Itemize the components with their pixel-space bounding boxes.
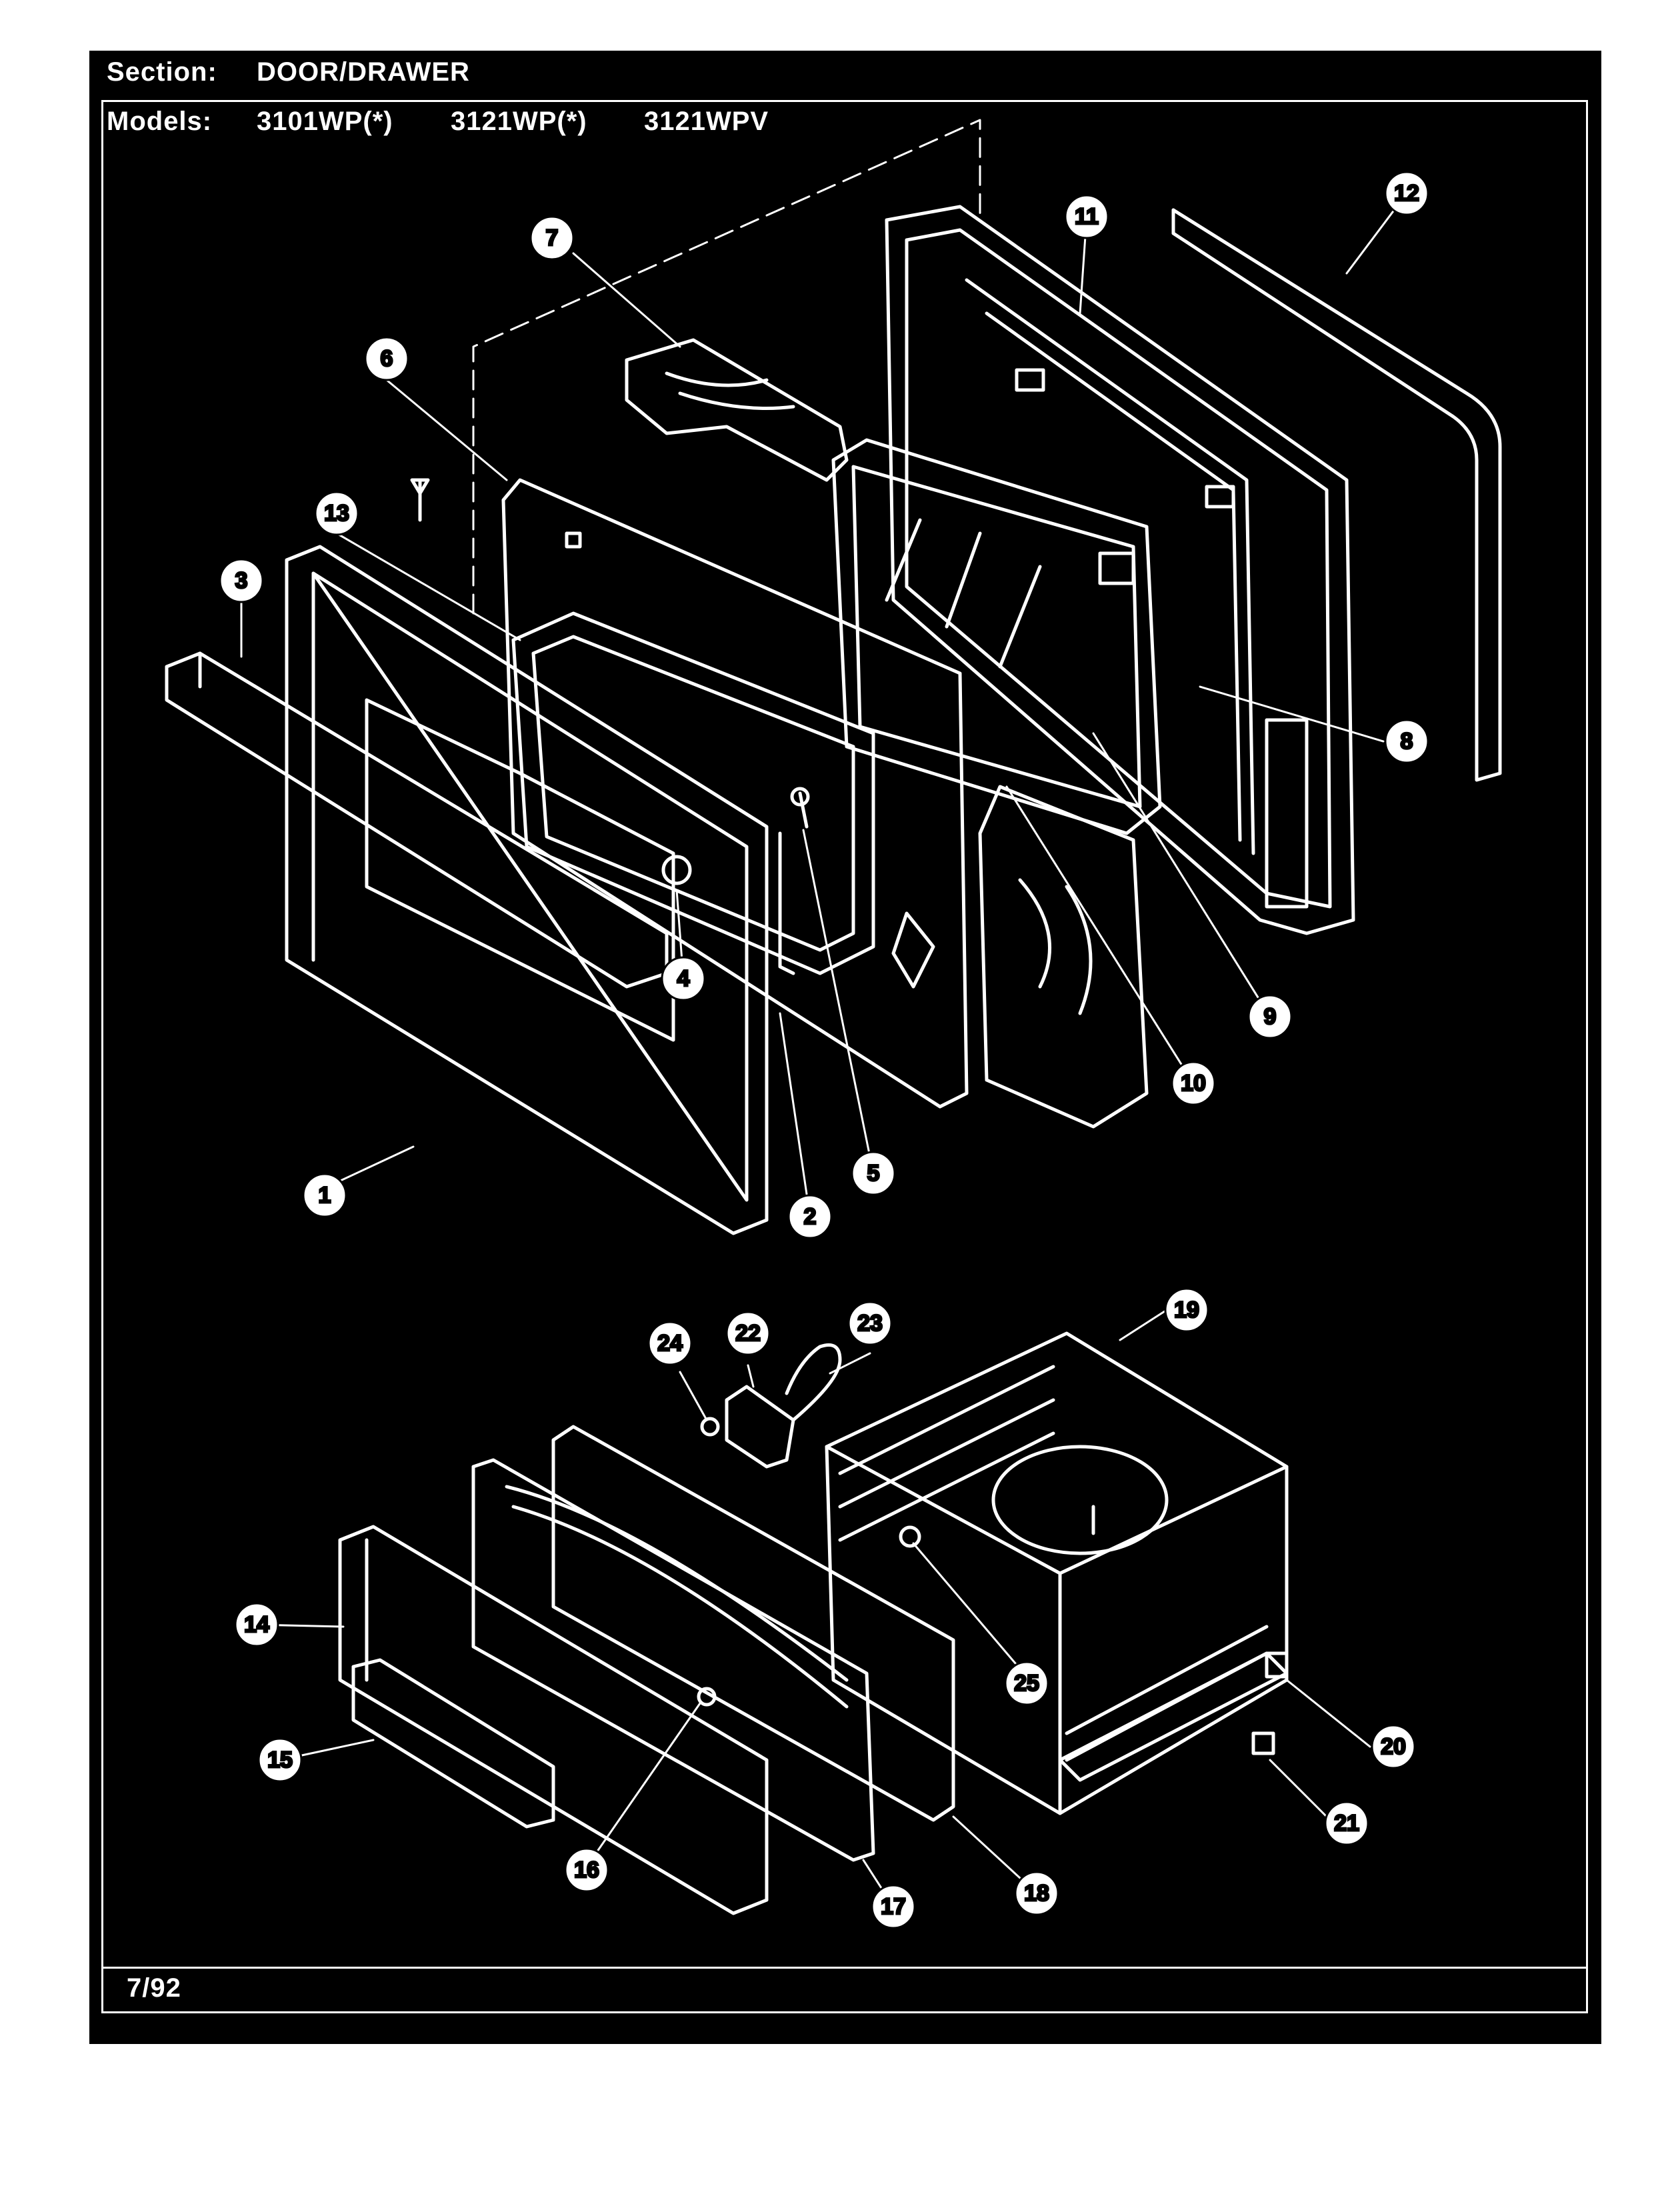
callout-9: 9 [1247,994,1293,1039]
door-gasket [1171,208,1502,782]
assembly-dash-line [472,119,981,615]
callout-21: 21 [1324,1801,1369,1846]
section-label: Section: [107,57,217,87]
callout-12: 12 [1384,171,1429,216]
door-window-frame [511,611,875,975]
callout-2: 2 [787,1194,833,1239]
svg-text:19: 19 [1174,1297,1199,1323]
door-button [661,855,692,885]
drawer-rail-clip [1251,1731,1275,1755]
callout-5: 5 [851,1151,896,1196]
svg-text:6: 6 [381,346,393,371]
callout-18: 18 [1014,1871,1059,1916]
svg-text:17: 17 [881,1894,906,1919]
callout-3: 3 [219,558,264,603]
svg-text:9: 9 [1264,1004,1277,1029]
inner-door-panel [501,478,969,1109]
drawer-front-frame [551,1425,955,1822]
model-2: 3121WP(*) [451,107,587,136]
callout-23: 23 [847,1301,893,1346]
model-1: 3101WP(*) [257,107,393,136]
svg-text:15: 15 [267,1747,293,1773]
svg-text:10: 10 [1181,1071,1206,1096]
drawer-bracket [700,1343,842,1469]
svg-text:24: 24 [657,1331,683,1356]
svg-text:14: 14 [244,1612,269,1637]
drawer-handle [351,1658,555,1829]
callout-16: 16 [564,1847,609,1893]
callout-19: 19 [1164,1287,1209,1333]
callout-6: 6 [364,336,409,381]
callout-22: 22 [725,1311,771,1356]
door-handle [165,651,669,989]
callout-11: 11 [1064,194,1109,239]
svg-text:20: 20 [1381,1734,1406,1759]
callout-17: 17 [871,1884,916,1929]
svg-text:7: 7 [546,225,559,251]
drawer-slide-rail [1058,1651,1289,1782]
callout-1: 1 [302,1173,347,1218]
leader-lines [240,192,1408,1908]
drawer-screw [697,1525,921,1707]
section-value: DOOR/DRAWER [257,57,470,87]
window-glass-assembly [831,438,1162,835]
svg-text:3: 3 [235,568,248,593]
callout-7: 7 [529,215,575,261]
svg-text:13: 13 [324,501,349,526]
callout-14: 14 [234,1602,279,1647]
inner-door-liner [885,205,1355,935]
svg-text:25: 25 [1014,1671,1039,1696]
svg-text:8: 8 [1401,729,1413,754]
diagram-frame [101,100,1588,2013]
svg-text:12: 12 [1394,181,1419,206]
model-3: 3121WPV [644,107,769,136]
svg-text:2: 2 [804,1204,817,1229]
svg-text:16: 16 [574,1857,599,1883]
door-insulation [625,338,1149,1129]
callout-24: 24 [647,1321,693,1366]
callout-10: 10 [1171,1061,1216,1106]
callout-25: 25 [1004,1661,1049,1706]
svg-text:5: 5 [867,1161,880,1186]
top-screw [410,478,430,522]
drawer-insulation [471,1458,875,1862]
svg-text:21: 21 [1334,1811,1359,1836]
footer-divider [101,1967,1588,1969]
callouts: 1 2 3 4 5 6 7 8 9 10 11 12 13 14 15 16 1… [219,171,1429,1929]
svg-text:4: 4 [677,966,690,991]
models-label: Models: [107,107,213,136]
svg-text:18: 18 [1024,1881,1049,1906]
svg-text:23: 23 [857,1311,883,1336]
svg-text:1: 1 [319,1183,331,1208]
callout-8: 8 [1384,719,1429,764]
callout-4: 4 [661,956,706,1001]
drawer-body [825,1331,1289,1815]
callout-15: 15 [257,1737,303,1783]
footer-date: 7/92 [127,1973,181,2003]
outer-door-panel [285,545,769,1235]
drawer-front-panel [338,1525,769,1915]
hinge-screw [778,787,810,975]
svg-text:11: 11 [1075,204,1099,229]
callout-20: 20 [1371,1724,1416,1769]
callout-13: 13 [314,491,359,536]
svg-text:22: 22 [735,1321,761,1346]
